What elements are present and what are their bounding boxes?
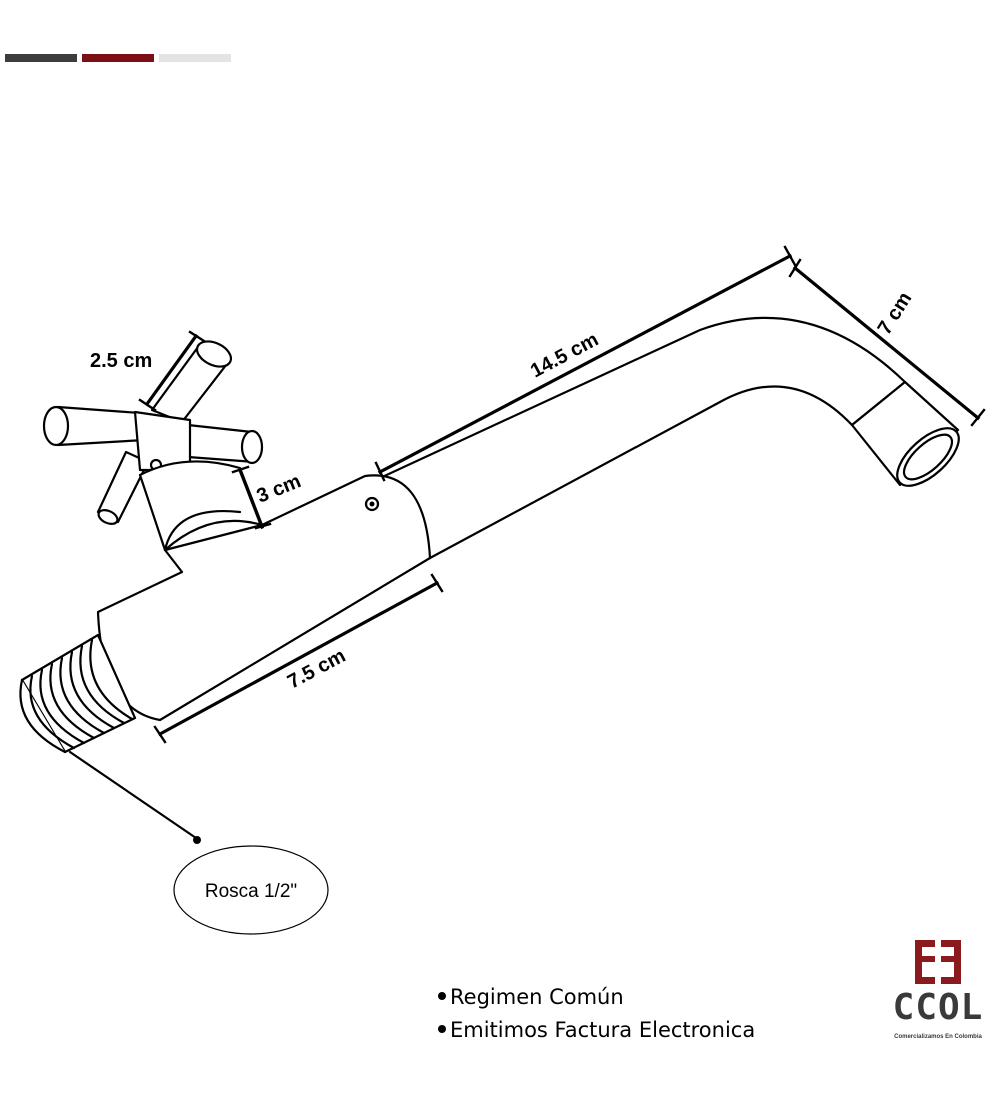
faucet-body xyxy=(96,474,432,722)
logo-wordmark: CCOL xyxy=(892,987,984,1028)
spout-outlet xyxy=(850,380,960,487)
info-line-text: Emitimos Factura Electronica xyxy=(450,1018,756,1042)
dimension-label-handle: 2.5 cm xyxy=(90,350,152,372)
handle-arm-right xyxy=(186,423,264,465)
dimension-label-body-length: 7.5 cm xyxy=(284,645,349,694)
callout-leader xyxy=(68,750,198,840)
dimension-line-body-length xyxy=(157,580,440,737)
info-line-regimen: Regimen Común xyxy=(438,985,624,1009)
info-line-factura: Emitimos Factura Electronica xyxy=(438,1018,755,1042)
bullet-icon xyxy=(438,1025,446,1033)
logo-tagline: Comercializamos En Colombia xyxy=(894,1034,982,1040)
callout-label: Rosca 1/2" xyxy=(205,881,297,902)
header-bar-dark xyxy=(5,54,77,62)
header-bar-light xyxy=(159,54,231,62)
dimension-line-handle xyxy=(144,333,199,407)
handle-arm-top xyxy=(150,340,233,424)
spout-pipe xyxy=(378,316,907,560)
threaded-inlet xyxy=(19,633,137,754)
header-bar-brand xyxy=(82,54,154,62)
brand-logo: CCOL Comercializamos En Colombia xyxy=(886,938,990,1048)
callout-ellipse xyxy=(173,845,329,935)
info-line-text: Regimen Común xyxy=(450,985,624,1009)
dimension-line-spout-drop xyxy=(792,265,981,421)
handle-arm-bottom xyxy=(96,450,150,525)
bullet-icon xyxy=(438,992,446,1000)
dimension-label-stem: 3 cm xyxy=(254,470,305,507)
dimension-label-spout-drop: 7 cm xyxy=(874,288,917,338)
dimension-line-stem xyxy=(237,467,265,530)
double-c-icon xyxy=(915,940,961,984)
dimension-line-spout-length xyxy=(377,253,793,475)
handle-arm-left xyxy=(42,405,147,447)
